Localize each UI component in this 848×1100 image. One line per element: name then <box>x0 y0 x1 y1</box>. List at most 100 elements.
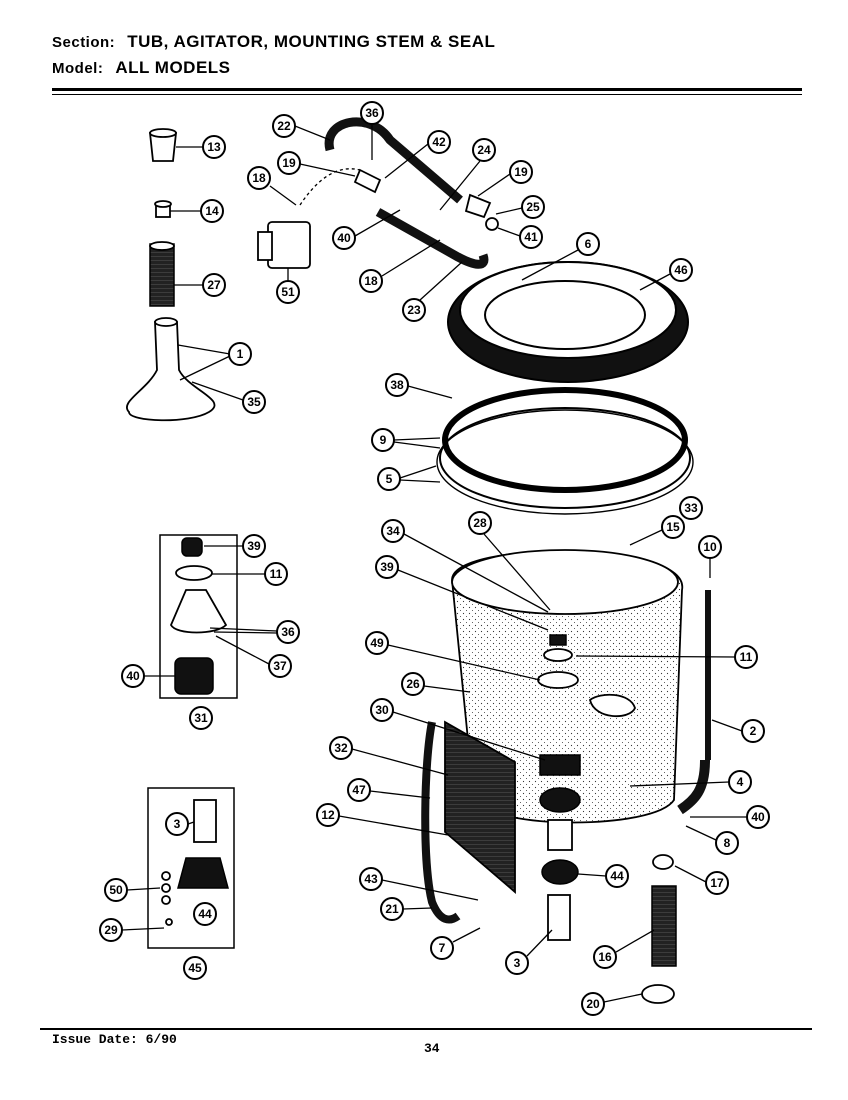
callout-label: 51 <box>281 285 295 299</box>
callout-19-right: 19 <box>477 160 533 197</box>
callout-36-inset: 36 <box>209 620 300 644</box>
callout-label: 12 <box>321 808 335 822</box>
callout-1: 1 <box>177 342 252 381</box>
footer-rule <box>40 1028 812 1030</box>
callout-label: 25 <box>526 200 540 214</box>
callout-22: 22 <box>272 114 331 141</box>
tub-cover-part <box>447 261 689 383</box>
callout-9: 9 <box>371 428 441 452</box>
callout-label: 40 <box>337 231 351 245</box>
callout-42: 42 <box>384 130 451 179</box>
callout-label: 36 <box>365 106 379 120</box>
callout-43: 43 <box>359 867 479 901</box>
model-label: Model: <box>52 60 104 77</box>
callout-label: 24 <box>477 143 491 157</box>
callout-label: 37 <box>273 659 287 673</box>
callout-label: 8 <box>724 836 731 850</box>
water-valve-part <box>257 168 361 269</box>
header-rule-thick <box>52 88 802 91</box>
callout-label: 34 <box>386 524 400 538</box>
callout-label: 1 <box>237 347 244 361</box>
callout-label: 30 <box>375 703 389 717</box>
callout-15: 15 <box>629 515 685 546</box>
tub-gasket-part <box>442 387 688 493</box>
callout-13: 13 <box>176 135 226 159</box>
callout-27: 27 <box>174 273 226 297</box>
callout-37: 37 <box>215 635 292 678</box>
stem-kit-inset <box>147 787 235 949</box>
callout-44-main: 44 <box>577 864 629 888</box>
callout-label: 2 <box>750 724 757 738</box>
mounting-stem-parts <box>537 634 581 941</box>
pump-hose-part <box>641 854 677 1004</box>
callout-45: 45 <box>183 956 207 980</box>
callout-51: 51 <box>276 268 300 304</box>
callout-5: 5 <box>377 465 441 491</box>
callout-label: 49 <box>370 636 384 650</box>
callout-label: 3 <box>514 956 521 970</box>
callout-41: 41 <box>497 225 543 249</box>
callout-label: 40 <box>751 810 765 824</box>
callout-label: 11 <box>270 567 283 581</box>
drain-hose-part <box>677 590 711 815</box>
callout-38: 38 <box>385 373 453 399</box>
callout-label: 32 <box>334 741 348 755</box>
header-rule-thin <box>52 94 802 95</box>
model-value: ALL MODELS <box>115 58 231 77</box>
callout-11-inset: 11 <box>212 562 288 586</box>
callout-label: 42 <box>432 135 446 149</box>
callout-3-inset: 3 <box>165 812 195 836</box>
callout-14: 14 <box>170 199 224 223</box>
callout-label: 31 <box>194 711 208 725</box>
callout-label: 19 <box>282 156 296 170</box>
callout-11-main: 11 <box>575 645 758 669</box>
callout-label: 19 <box>514 165 528 179</box>
callout-label: 36 <box>281 625 295 639</box>
callout-7: 7 <box>430 927 481 960</box>
callout-label: 20 <box>586 997 600 1011</box>
callout-19-left: 19 <box>277 151 356 177</box>
callout-50: 50 <box>104 878 161 902</box>
page-number: 34 <box>424 1041 440 1056</box>
callout-label: 9 <box>380 433 387 447</box>
agitator-cap-part <box>148 128 178 162</box>
callout-8: 8 <box>685 825 739 855</box>
callout-32: 32 <box>329 736 449 776</box>
callout-35: 35 <box>191 381 266 414</box>
callout-34: 34 <box>381 519 549 613</box>
callout-30: 30 <box>370 698 546 761</box>
callout-label: 10 <box>703 540 717 554</box>
callout-label: 44 <box>198 907 212 921</box>
callout-46: 46 <box>639 258 693 291</box>
callout-label: 18 <box>364 274 378 288</box>
callout-label: 39 <box>380 560 394 574</box>
callout-label: 13 <box>207 140 221 154</box>
agitator-part <box>126 317 216 422</box>
callout-10: 10 <box>698 535 722 578</box>
callout-label: 40 <box>126 669 140 683</box>
callout-33: 33 <box>679 496 703 520</box>
heat-shield-part <box>421 720 516 924</box>
callout-24: 24 <box>439 138 496 211</box>
callout-label: 46 <box>674 263 688 277</box>
callout-label: 38 <box>390 378 404 392</box>
callout-18-lower: 18 <box>359 239 441 293</box>
callout-label: 26 <box>406 677 420 691</box>
callout-label: 17 <box>710 876 724 890</box>
callout-12: 12 <box>316 803 449 836</box>
callout-label: 6 <box>585 237 592 251</box>
filter-part <box>149 241 175 307</box>
callout-47: 47 <box>347 778 431 802</box>
callout-21: 21 <box>380 897 433 921</box>
callout-label: 29 <box>104 923 118 937</box>
model-line: Model: ALL MODELS <box>52 58 231 78</box>
callout-label: 14 <box>205 204 219 218</box>
callout-4: 4 <box>629 770 752 794</box>
callout-16: 16 <box>593 929 655 969</box>
elbow-fittings <box>353 168 499 231</box>
callout-2: 2 <box>711 719 765 743</box>
callout-label: 43 <box>364 872 378 886</box>
callout-18-left: 18 <box>247 166 297 206</box>
callout-label: 7 <box>439 941 446 955</box>
